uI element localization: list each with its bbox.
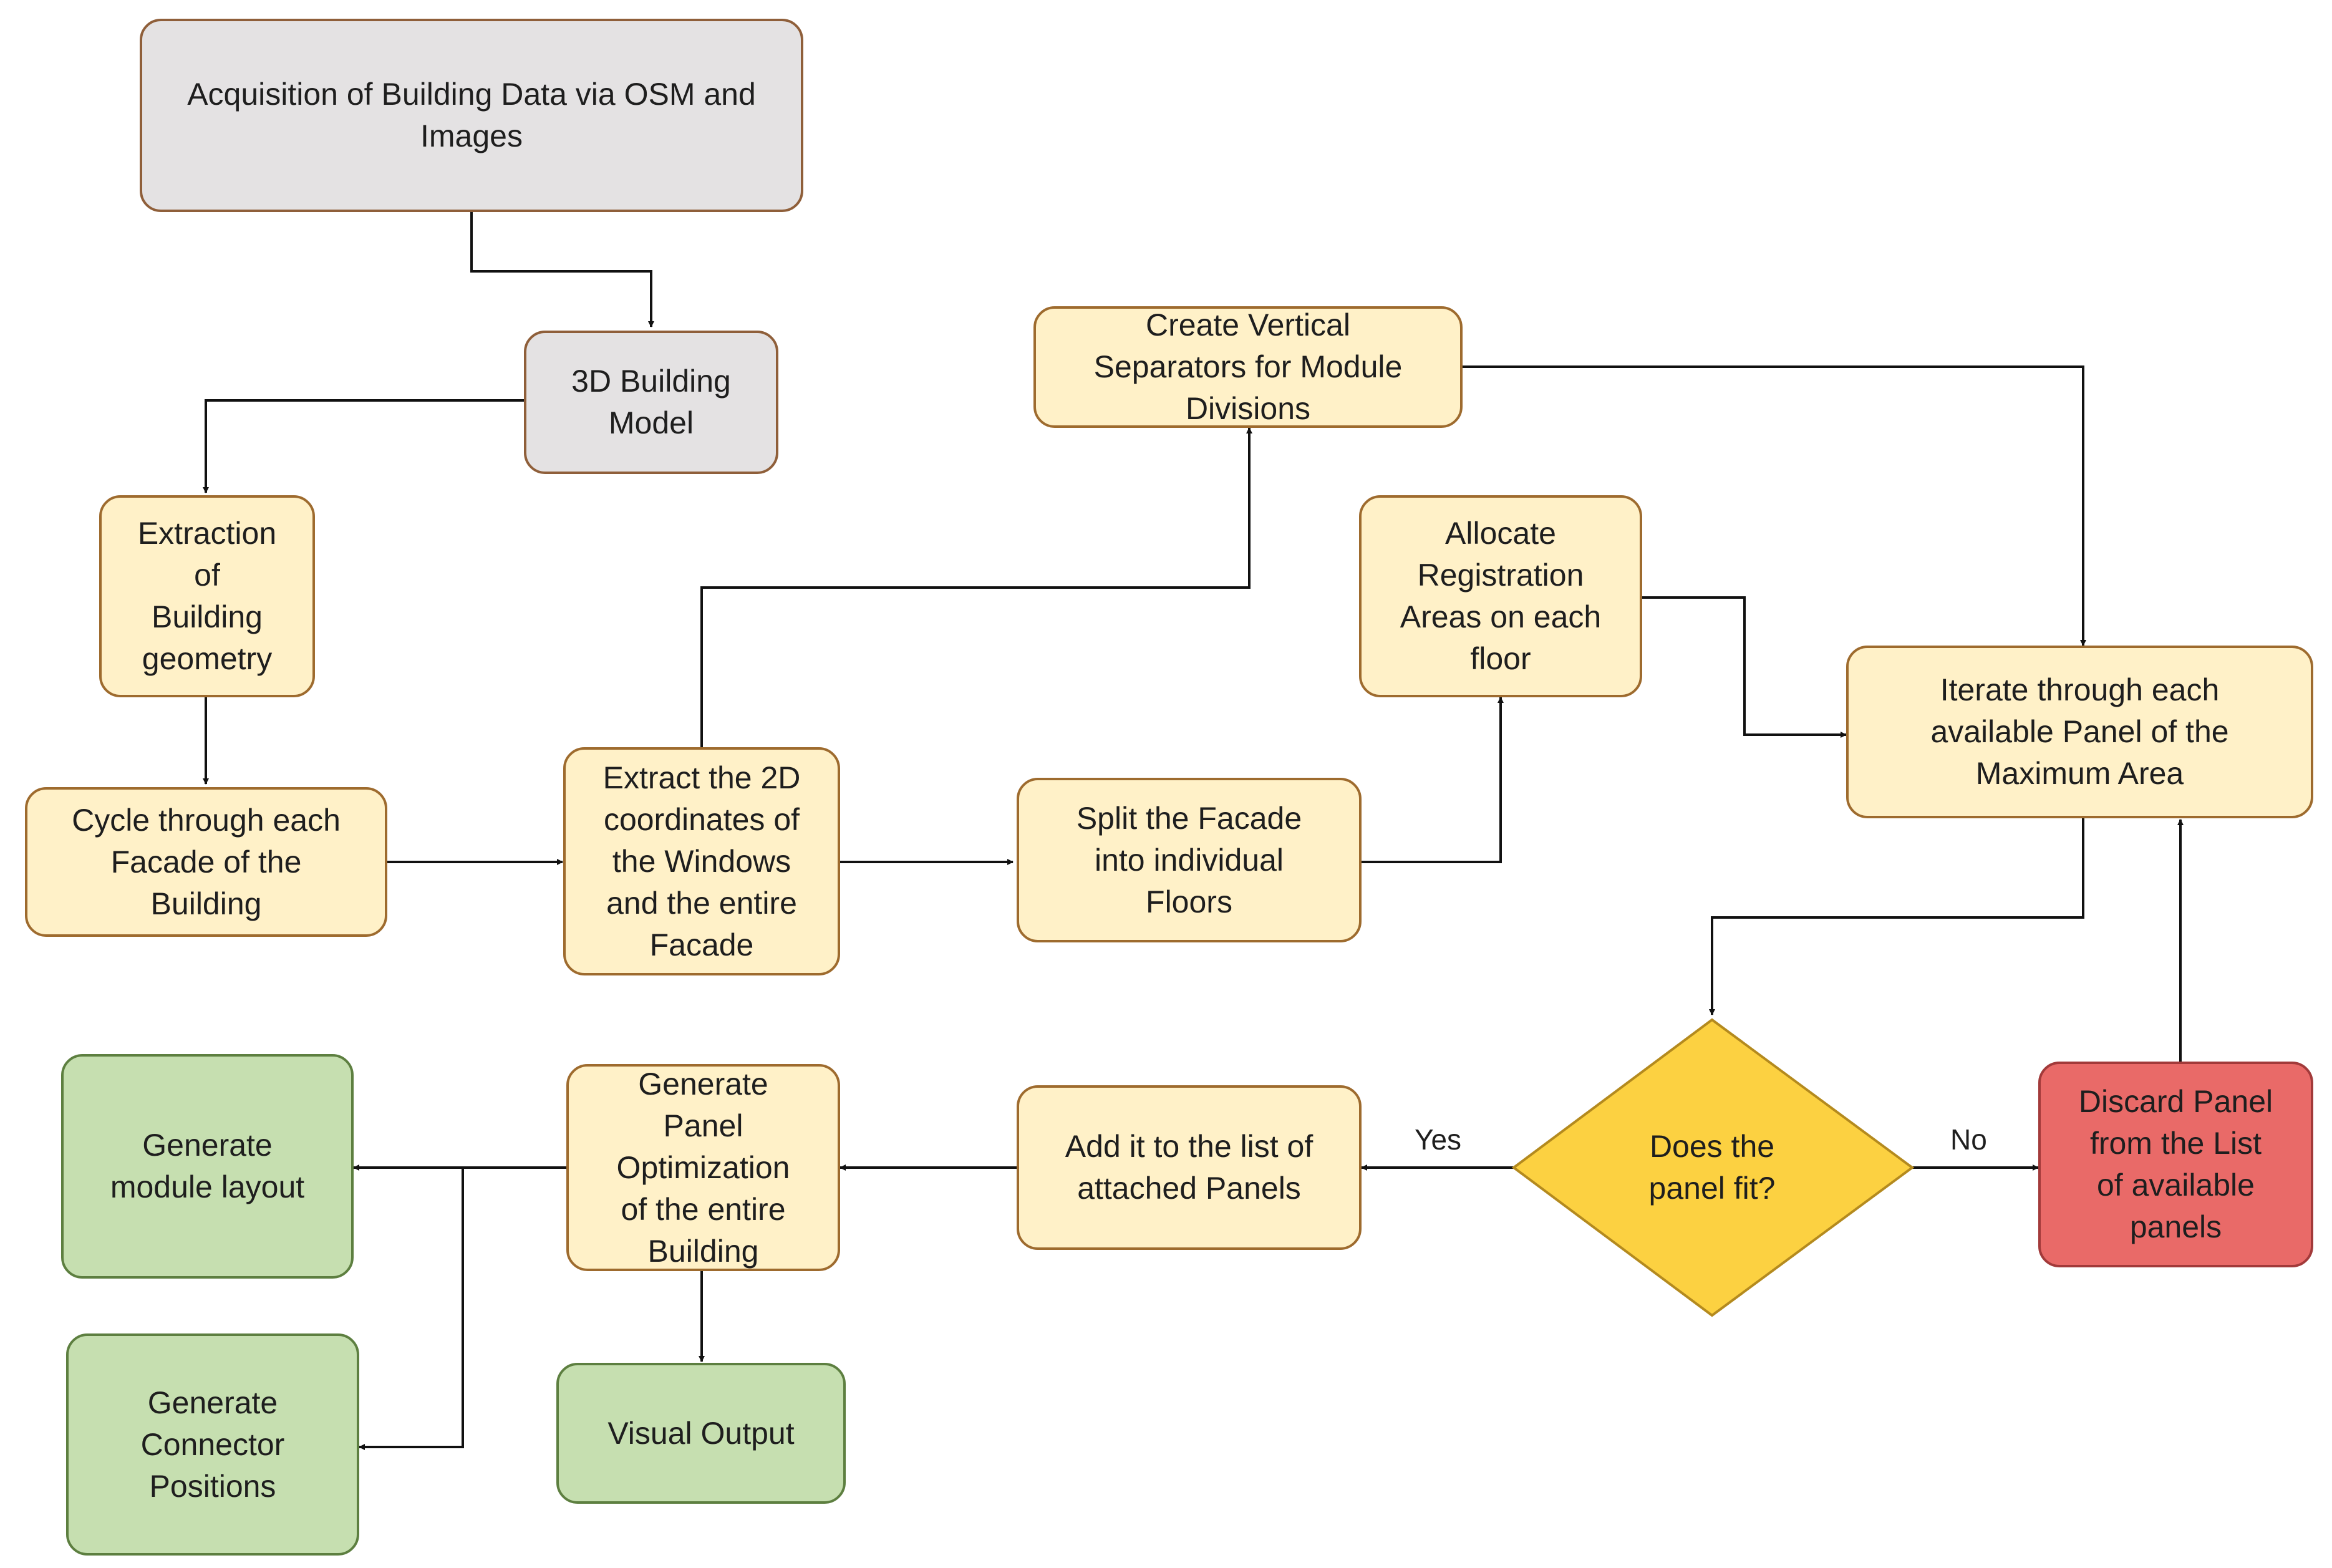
edge-separators-to-iterate <box>1463 365 2086 646</box>
edge-label-no: No <box>1950 1123 1987 1156</box>
node-add-label: Add it to the list of attached Panels <box>1065 1129 1314 1206</box>
node-cycle: Cycle through each Facade of the Buildin… <box>25 787 387 937</box>
node-visual-output-label: Visual Output <box>607 1415 795 1451</box>
node-split: Split the Facade into individual Floors <box>1017 778 1362 942</box>
node-separators: Create Vertical Separators for Module Di… <box>1033 306 1463 428</box>
node-add: Add it to the list of attached Panels <box>1017 1085 1362 1250</box>
node-split-label: Split the Facade into individual Floors <box>1076 800 1302 919</box>
node-discard-label: Discard Panel from the List of available… <box>2078 1084 2273 1244</box>
edge-iterate-to-decision <box>1709 818 2084 1015</box>
node-discard: Discard Panel from the List of available… <box>2038 1062 2313 1267</box>
node-allocate-label: Allocate Registration Areas on each floo… <box>1400 516 1602 676</box>
node-separators-label: Create Vertical Separators for Module Di… <box>1093 307 1403 426</box>
edge-allocate-to-iterate <box>1642 596 1847 738</box>
node-extraction-label: Extraction of Building geometry <box>137 516 277 676</box>
decision-diamond-shape <box>1511 1018 1915 1317</box>
node-visual-output: Visual Output <box>556 1363 846 1504</box>
node-building-model: 3D Building Model <box>524 331 778 474</box>
node-acquisition-label: Acquisition of Building Data via OSM and… <box>187 77 756 153</box>
node-acquisition: Acquisition of Building Data via OSM and… <box>140 19 803 212</box>
edge-label-yes: Yes <box>1415 1123 1462 1156</box>
node-iterate-label: Iterate through each available Panel of … <box>1930 672 2229 791</box>
node-module-layout: Generate module layout <box>61 1054 354 1279</box>
node-allocate: Allocate Registration Areas on each floo… <box>1359 495 1642 697</box>
node-building-model-label: 3D Building Model <box>571 364 731 440</box>
edge-extract2d-to-separators <box>700 427 1252 747</box>
node-connector-positions: Generate Connector Positions <box>66 1333 359 1556</box>
node-iterate: Iterate through each available Panel of … <box>1846 646 2313 818</box>
decision-label: Does the panel fit? <box>1648 1129 1776 1206</box>
node-cycle-label: Cycle through each Facade of the Buildin… <box>72 802 341 921</box>
edge-model-to-extraction <box>203 399 524 493</box>
node-extraction: Extraction of Building geometry <box>99 495 315 697</box>
node-connector-positions-label: Generate Connector Positions <box>140 1385 285 1504</box>
node-optimization: Generate Panel Optimization of the entir… <box>566 1064 840 1271</box>
node-optimization-label: Generate Panel Optimization of the entir… <box>616 1066 790 1269</box>
edge-acquisition-to-model <box>470 212 654 327</box>
edge-branch-to-connector <box>359 1168 464 1450</box>
node-extract-2d-label: Extract the 2D coordinates of the Window… <box>602 760 801 962</box>
node-extract-2d: Extract the 2D coordinates of the Window… <box>563 747 840 975</box>
edge-split-to-allocate <box>1362 697 1504 863</box>
node-module-layout-label: Generate module layout <box>110 1128 305 1204</box>
